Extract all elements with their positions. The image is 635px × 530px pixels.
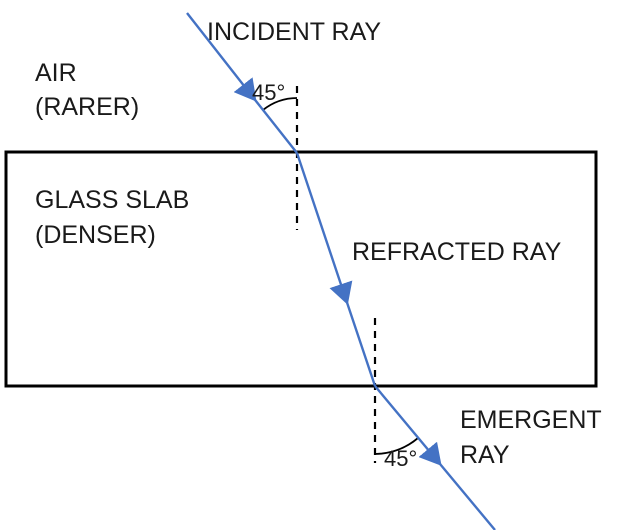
glass-slab-outline <box>4 150 598 388</box>
emergent-ray <box>374 385 496 530</box>
emergence-angle-label: 45° <box>384 446 417 471</box>
glass-slab-label-line1: GLASS SLAB <box>35 186 189 214</box>
emergence-angle-arc <box>374 437 419 455</box>
incidence-angle-arc <box>262 97 298 111</box>
air-medium-label-line2: (RARER) <box>35 93 139 121</box>
emergent-ray-label-line1: EMERGENT <box>460 406 602 434</box>
incidence-angle-label: 45° <box>252 80 285 105</box>
emergent-ray-label-line2: RAY <box>460 441 510 469</box>
refracted-ray-label: REFRACTED RAY <box>352 238 562 266</box>
glass-slab-label-line2: (DENSER) <box>35 221 156 249</box>
air-medium-label-line1: AIR <box>35 59 77 87</box>
incident-ray-label: INCIDENT RAY <box>207 18 381 46</box>
incident-ray <box>186 12 298 154</box>
refracted-ray <box>295 152 377 387</box>
